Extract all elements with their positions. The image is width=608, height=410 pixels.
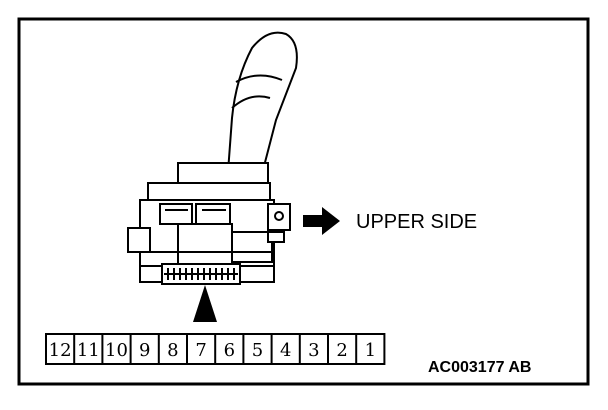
pin-number-12: 12 [49,340,72,361]
pin-number-2: 2 [336,340,347,361]
pin-number-3: 3 [308,340,319,361]
connector-switch-drawing [127,162,291,285]
pin-number-7: 7 [195,340,206,361]
pin-number-6: 6 [224,340,235,361]
pin-number-5: 5 [252,340,263,361]
pin-header-cells [164,268,238,280]
figure-frame [17,17,590,386]
pin-number-11: 11 [77,340,100,361]
right-arrow-icon [303,207,340,235]
upper-side-label: UPPER SIDE [356,211,477,233]
pin-number-8: 8 [167,340,178,361]
up-pointer-arrow-icon [193,285,217,322]
pin-number-9: 9 [139,340,150,361]
pin-number-10: 10 [105,340,128,361]
figure-code: AC003177 AB [428,359,531,376]
pin-number-1: 1 [365,340,376,361]
pin-number-4: 4 [280,340,291,361]
lever-stalk [226,31,298,176]
